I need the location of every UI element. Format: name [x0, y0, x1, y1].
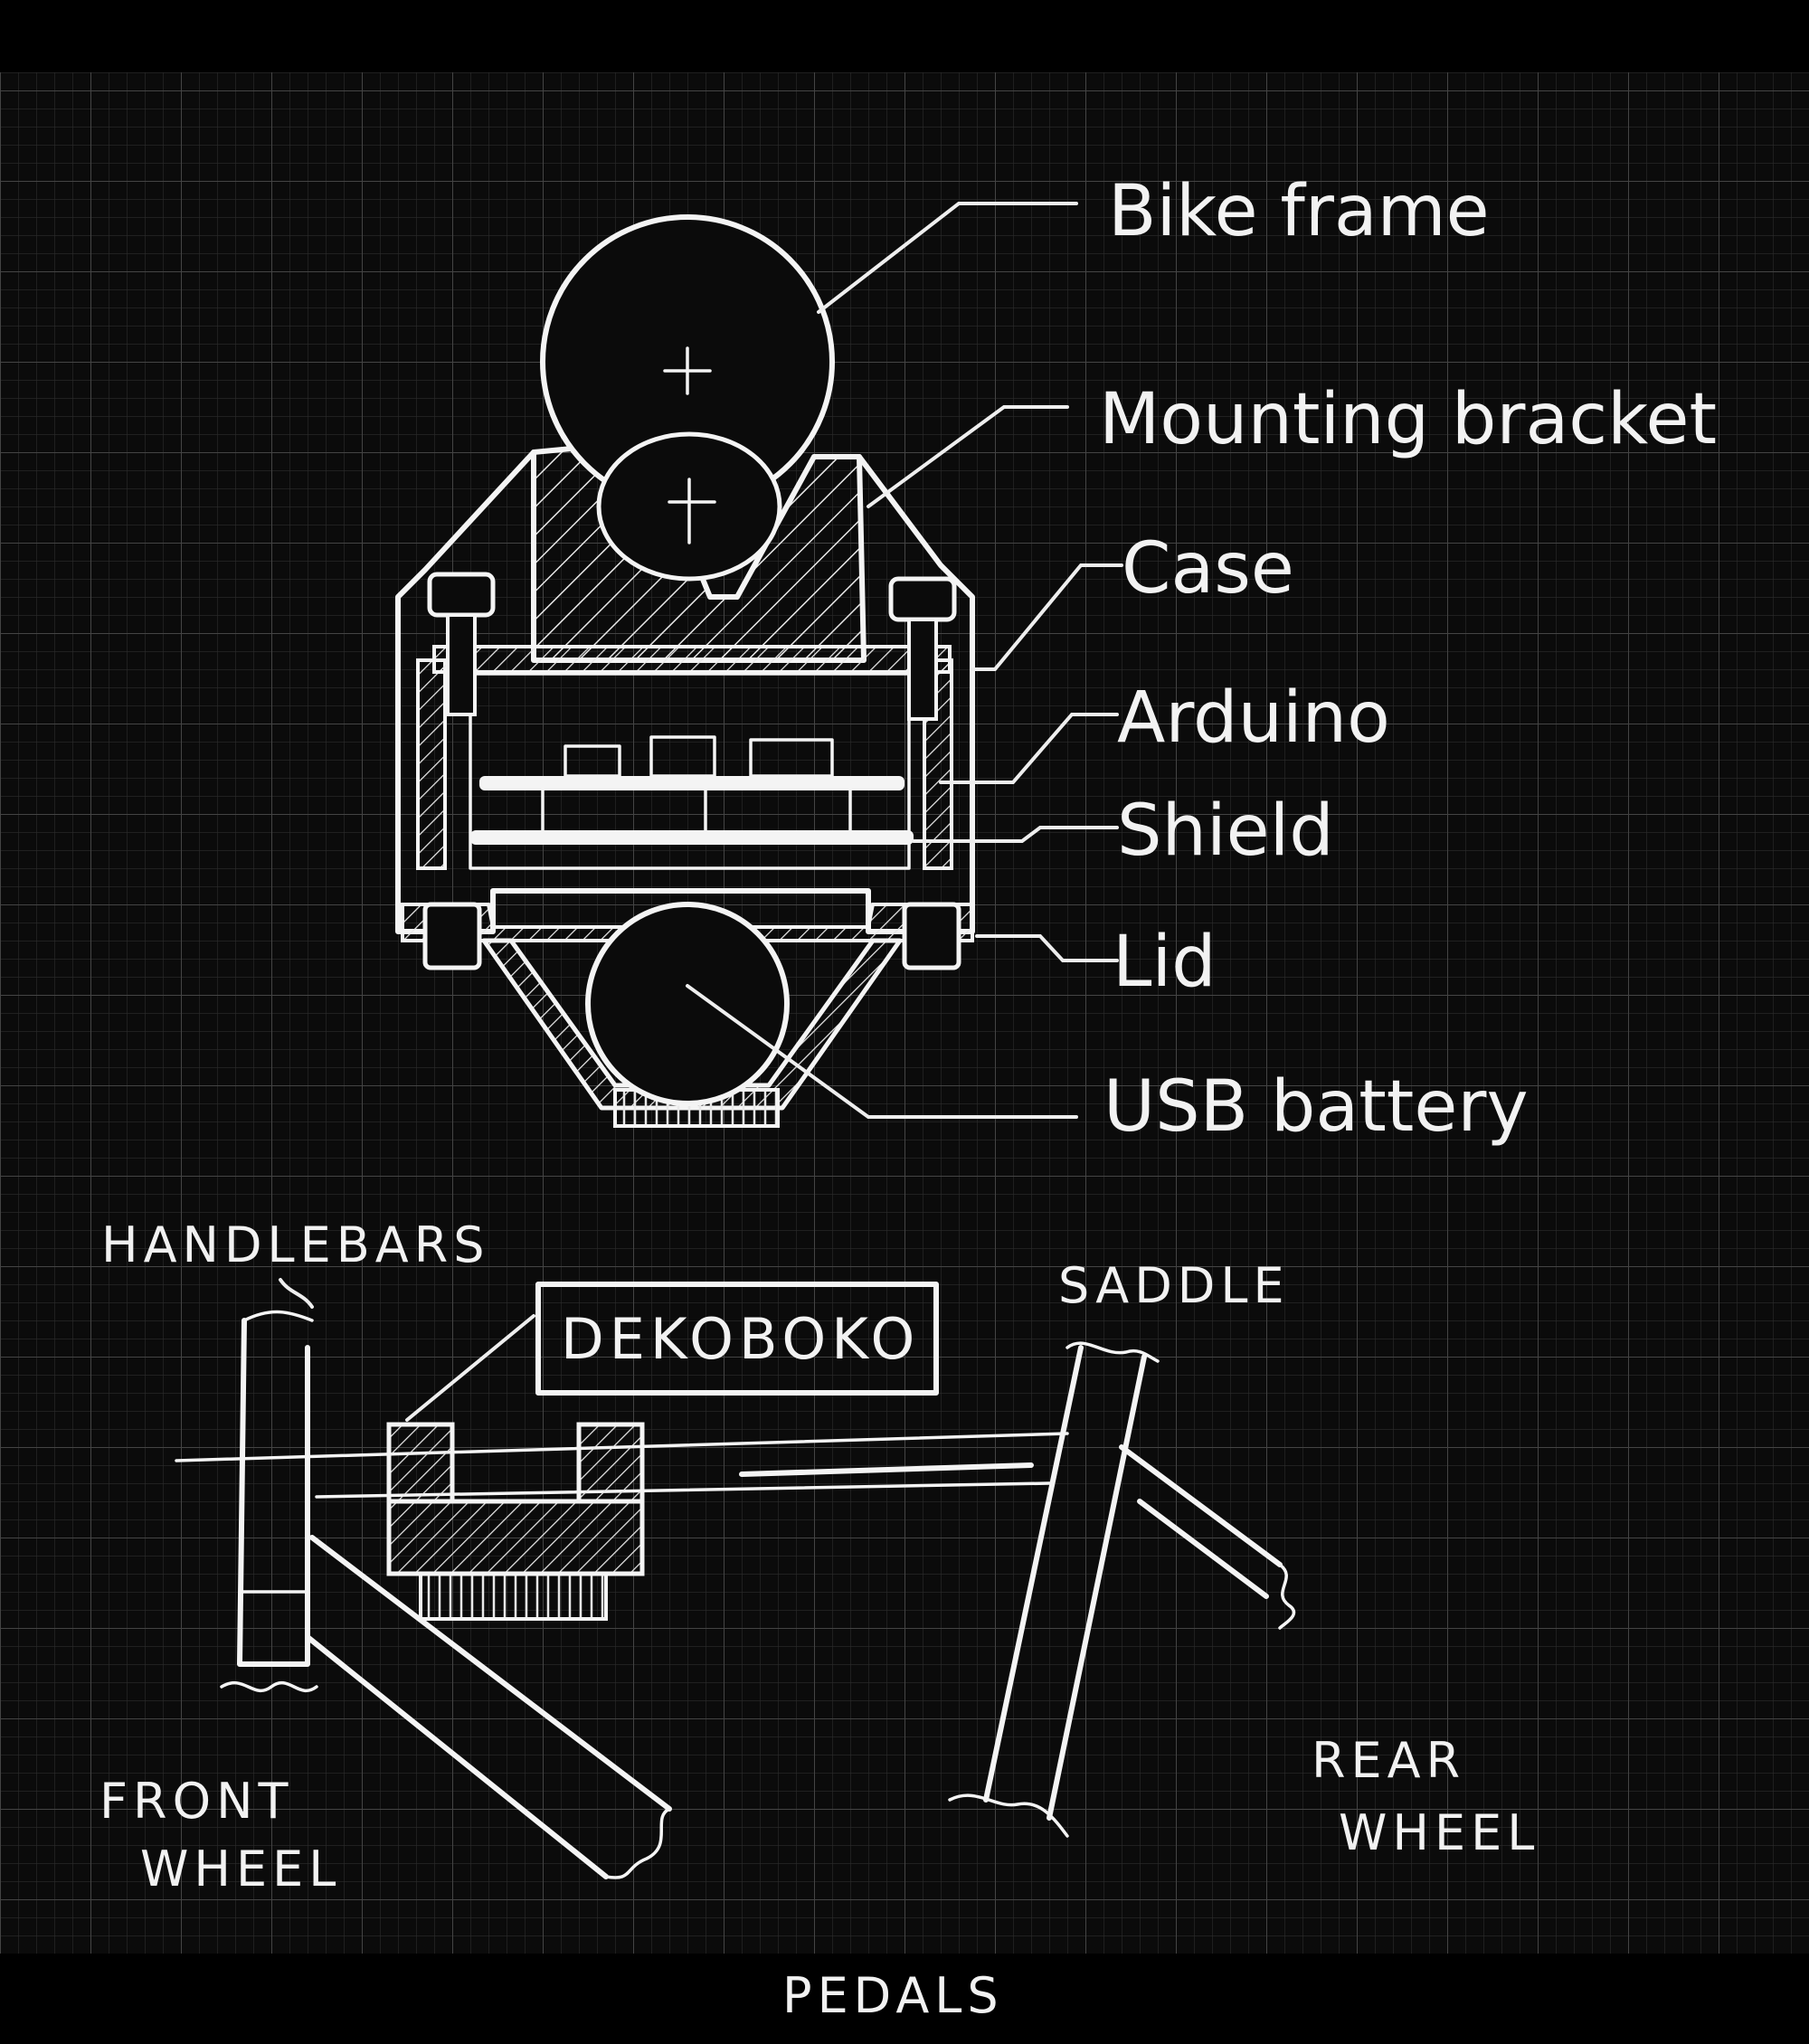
- side-view: [175, 1282, 1296, 1879]
- arduino-board: [479, 735, 904, 790]
- label-shield: Shield: [1117, 790, 1334, 872]
- bike-frame-tube: [540, 214, 835, 582]
- label-arduino: Arduino: [1117, 677, 1390, 759]
- screw-top-right: [888, 576, 957, 721]
- label-mounting-bracket: Mounting bracket: [1099, 379, 1717, 460]
- label-lid: Lid: [1113, 922, 1217, 1003]
- label-bike-frame: Bike frame: [1108, 171, 1490, 252]
- label-pedals: PEDALS: [782, 1967, 1004, 2024]
- lid-shape: [401, 903, 974, 942]
- label-dekoboko: DEKOBOKO: [561, 1306, 920, 1372]
- label-front-wheel-line2: WHEEL: [140, 1841, 341, 1897]
- label-rear-wheel-line2: WHEEL: [1339, 1804, 1539, 1861]
- label-handlebars: HANDLEBARS: [101, 1216, 490, 1273]
- label-front-wheel-line1: FRONT: [99, 1773, 293, 1830]
- label-rear-wheel-line1: REAR: [1312, 1732, 1465, 1789]
- dekoboko-label-box: [535, 1282, 939, 1396]
- head-tube: [237, 1318, 310, 1667]
- label-usb-battery: USB battery: [1103, 1066, 1529, 1148]
- label-saddle: SADDLE: [1058, 1257, 1290, 1314]
- cross-section: [395, 214, 975, 1128]
- label-case: Case: [1122, 528, 1294, 610]
- case-outline: [395, 449, 975, 934]
- shield-board: [470, 789, 914, 845]
- leader-lines: [686, 202, 1123, 1119]
- usb-battery-circle: [585, 902, 790, 1106]
- dekoboko-device: [386, 1422, 645, 1621]
- screw-top-left: [427, 572, 496, 716]
